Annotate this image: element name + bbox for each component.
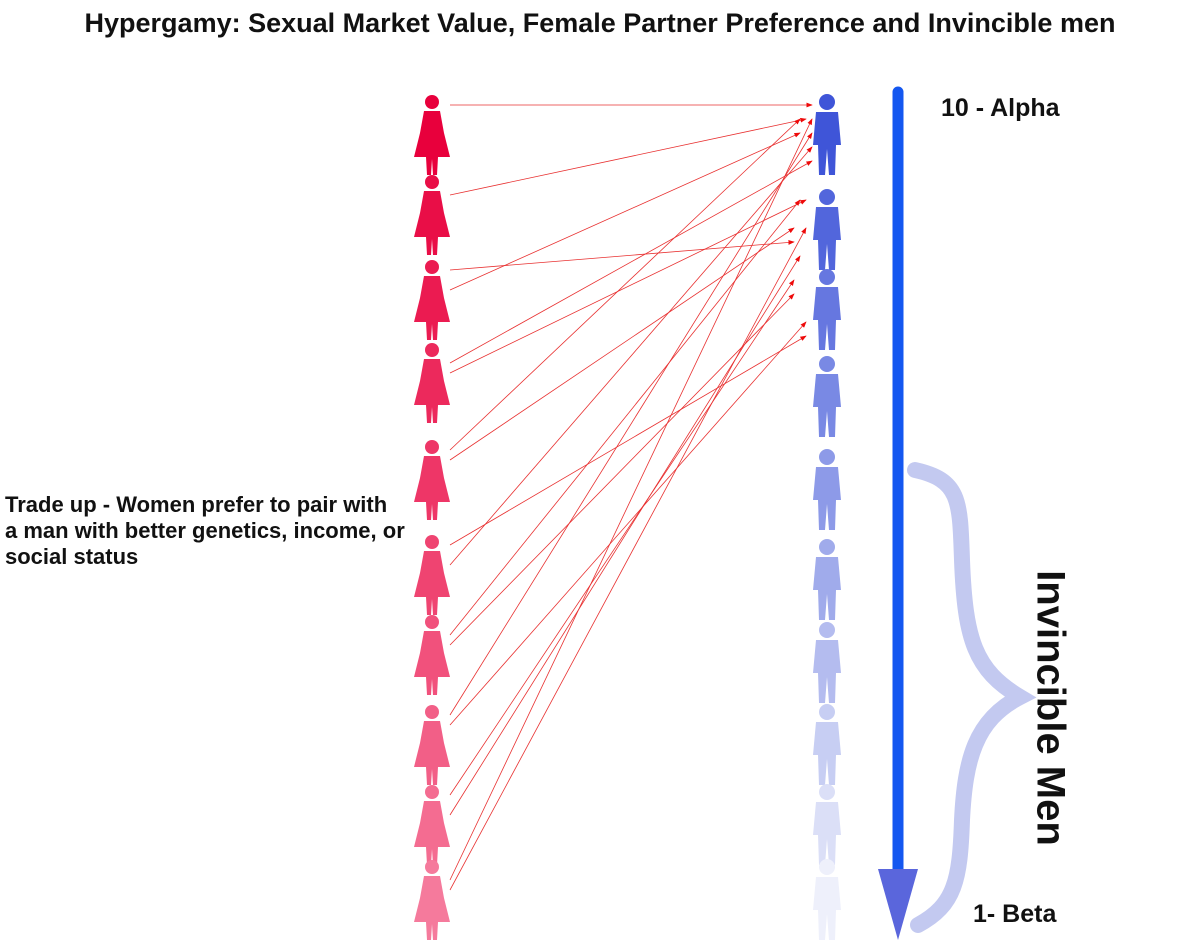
preference-line <box>449 255 801 816</box>
man-icon <box>813 622 841 703</box>
preference-line <box>449 132 813 716</box>
women-column <box>414 95 450 940</box>
preference-line <box>449 118 813 881</box>
man-icon <box>813 356 841 437</box>
men-column <box>813 94 841 940</box>
invincible-men-bracket <box>907 462 1037 933</box>
smv-scale-arrow-head <box>878 869 918 940</box>
preference-line <box>449 199 807 374</box>
preference-line <box>449 240 795 271</box>
page-title: Hypergamy: Sexual Market Value, Female P… <box>84 8 1116 38</box>
preference-line <box>449 279 795 796</box>
preference-line <box>449 293 795 646</box>
man-presenting-icon <box>813 94 841 175</box>
man-icon <box>813 449 841 530</box>
woman-icon <box>414 785 450 865</box>
preference-line <box>449 132 801 291</box>
woman-icon <box>414 860 450 940</box>
preference-line <box>449 146 813 566</box>
man-icon <box>813 784 841 865</box>
trade-up-caption: Trade up - Women prefer to pair with a m… <box>5 492 405 569</box>
woman-bikini-icon <box>414 175 450 255</box>
preference-line <box>449 117 807 196</box>
preference-line <box>449 160 813 364</box>
scale-top-label: 10 - Alpha <box>941 94 1060 122</box>
man-fat-icon <box>813 859 841 940</box>
woman-dress-icon <box>414 260 450 340</box>
preference-line <box>449 335 807 546</box>
preference-line <box>449 321 807 726</box>
scale-bottom-label: 1- Beta <box>973 900 1057 928</box>
man-muscle-heart-icon <box>813 189 841 270</box>
man-icon <box>813 539 841 620</box>
woman-icon <box>414 705 450 785</box>
woman-dress-icon <box>414 615 450 695</box>
preference-lines <box>449 102 813 891</box>
woman-elegant-icon <box>414 95 450 175</box>
preference-line <box>449 227 795 461</box>
woman-skirt-icon <box>414 343 450 423</box>
preference-line <box>449 227 807 891</box>
preference-line <box>449 199 801 636</box>
woman-dress-icon <box>414 535 450 615</box>
man-icon <box>813 704 841 785</box>
woman-skirt-icon <box>414 440 450 520</box>
preference-line <box>449 118 801 451</box>
man-suit-icon <box>813 269 841 350</box>
